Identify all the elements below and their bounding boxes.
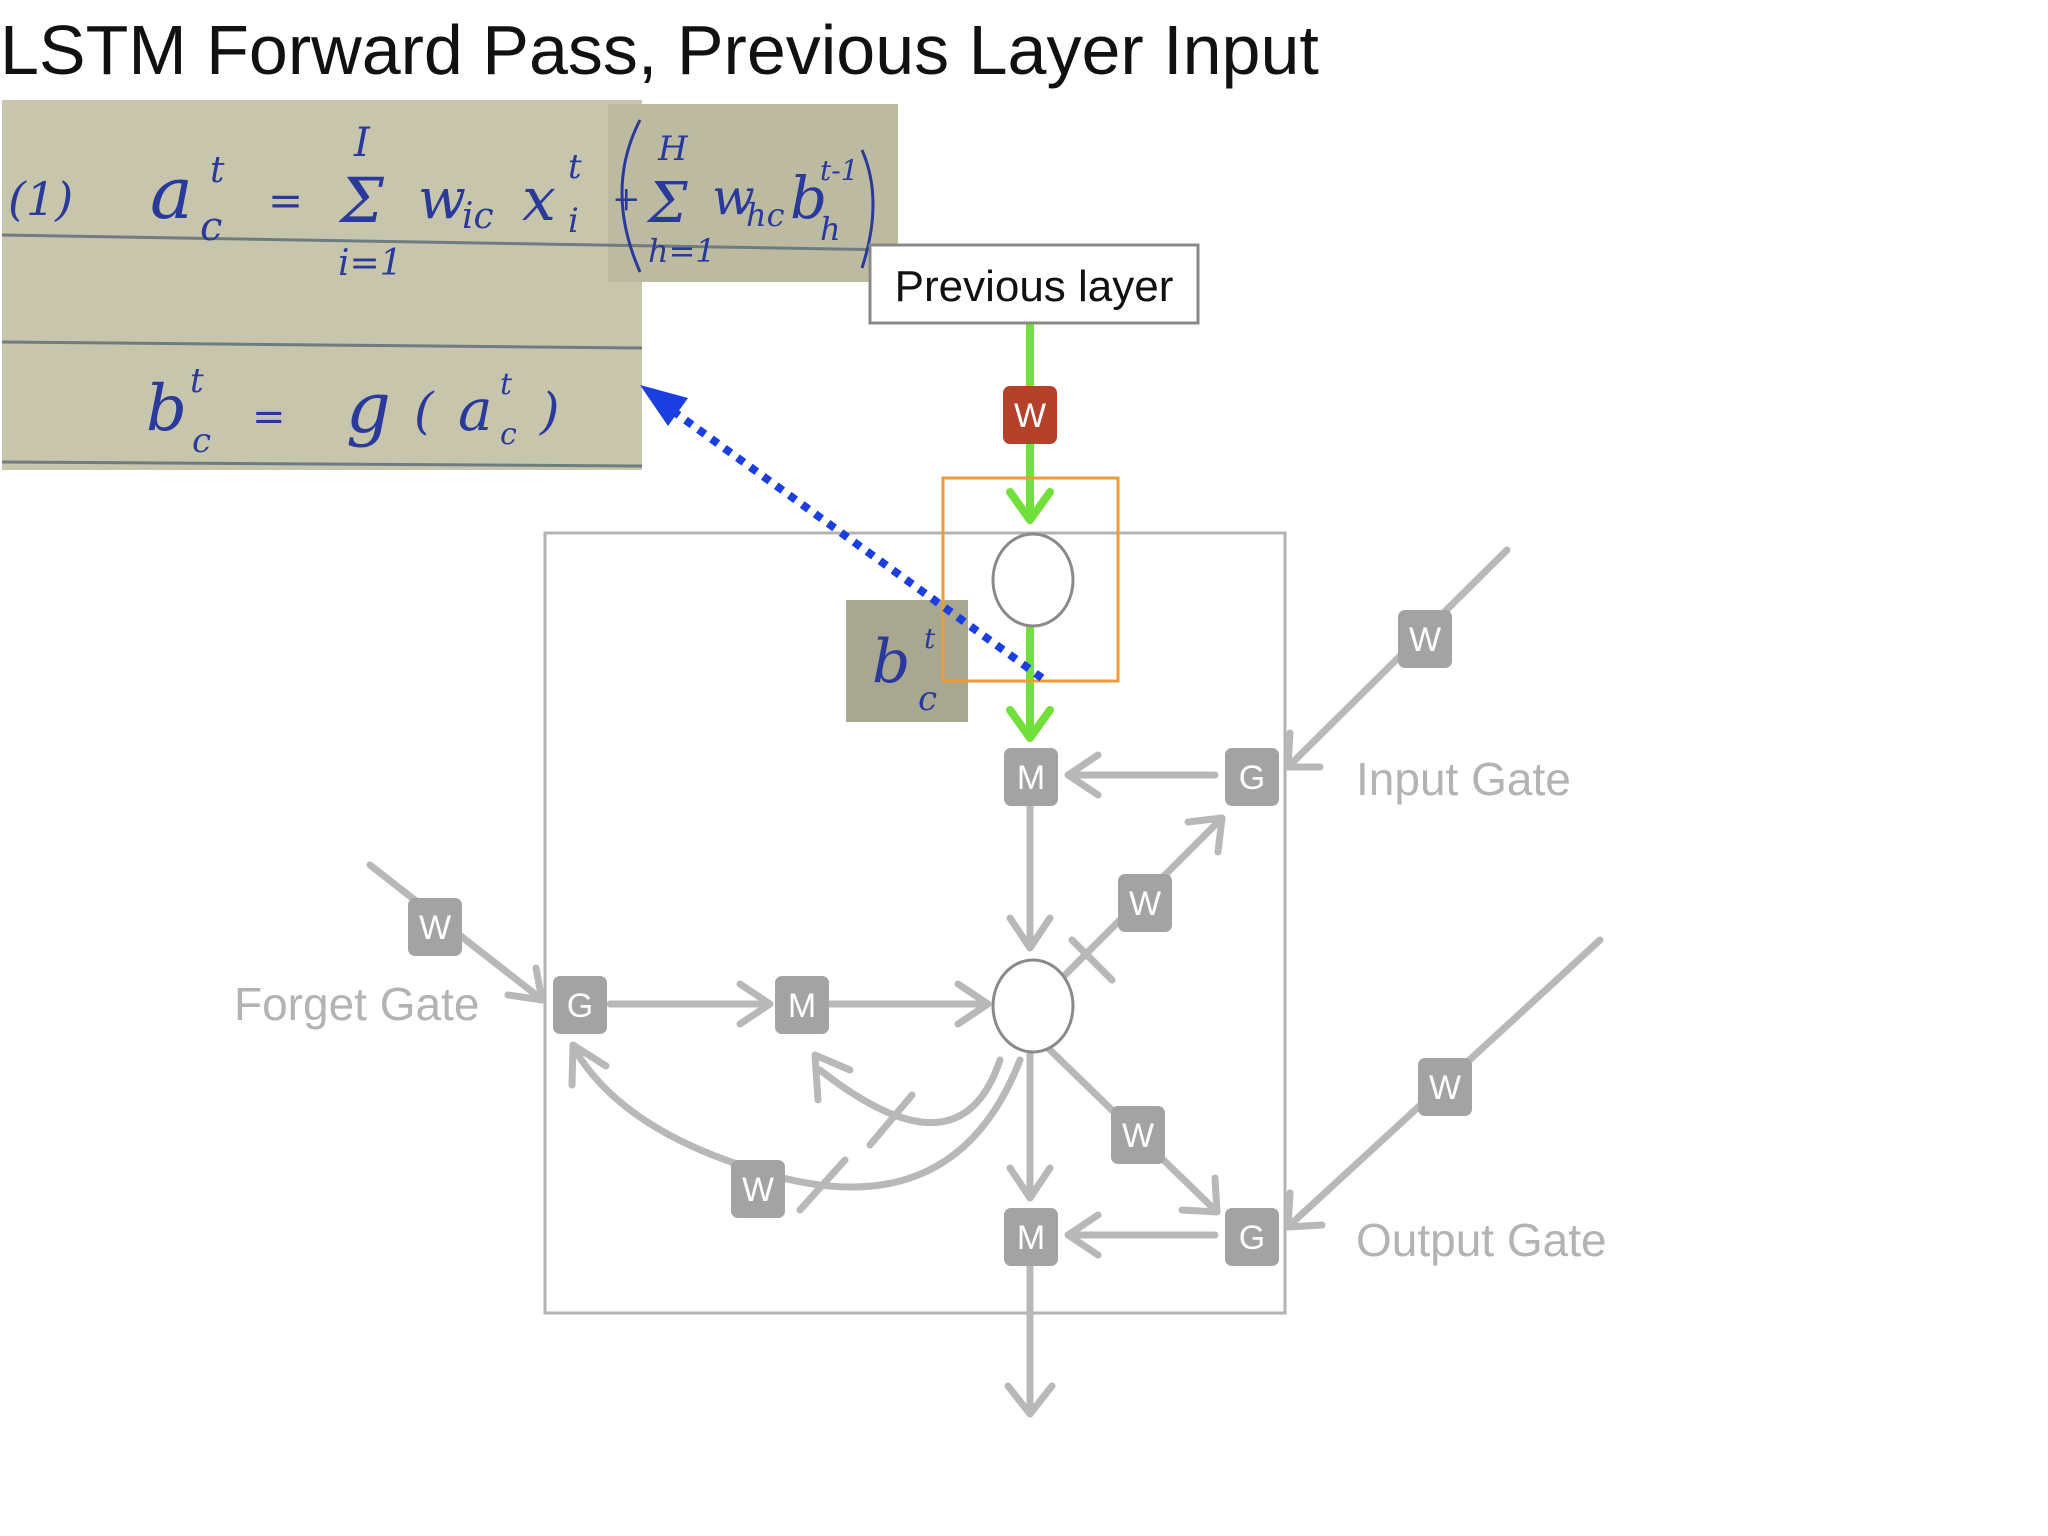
svg-text:x: x bbox=[522, 165, 556, 235]
previous-layer-weight-node: W bbox=[1003, 386, 1057, 444]
svg-text:c: c bbox=[500, 417, 517, 452]
svg-text:W: W bbox=[419, 909, 451, 947]
svg-text:w: w bbox=[418, 167, 466, 232]
svg-text:c: c bbox=[192, 421, 211, 461]
previous-layer-label: Previous layer bbox=[895, 262, 1174, 311]
svg-text:W: W bbox=[1129, 885, 1161, 923]
input-multiply-node: M bbox=[1004, 748, 1058, 806]
svg-text:i: i bbox=[568, 201, 579, 241]
svg-text:t: t bbox=[190, 361, 204, 401]
svg-text:W: W bbox=[1429, 1069, 1461, 1107]
svg-text:t-1: t-1 bbox=[820, 154, 859, 187]
svg-text:W: W bbox=[1014, 397, 1046, 435]
cell-input-node bbox=[991, 532, 1075, 628]
svg-text:W: W bbox=[1122, 1117, 1154, 1155]
input-gate-label: Input Gate bbox=[1356, 753, 1571, 805]
output-gate-weight-node: W bbox=[1418, 1058, 1472, 1116]
svg-text:(: ( bbox=[414, 382, 435, 440]
svg-text:M: M bbox=[788, 987, 816, 1025]
svg-text:W: W bbox=[1409, 621, 1441, 659]
output-gate-label: Output Gate bbox=[1356, 1214, 1607, 1266]
svg-text:t: t bbox=[210, 150, 225, 191]
svg-text:b: b bbox=[146, 372, 187, 446]
forget-gate-node: G bbox=[553, 976, 607, 1034]
slide-title: LSTM Forward Pass, Previous Layer Input bbox=[0, 11, 1319, 89]
highlight-box bbox=[941, 476, 1120, 683]
svg-text:W: W bbox=[742, 1171, 774, 1209]
svg-text:w: w bbox=[712, 168, 755, 226]
svg-text:Σ: Σ bbox=[338, 164, 385, 237]
input-gate-node: G bbox=[1225, 748, 1279, 806]
svg-text:a: a bbox=[458, 376, 493, 444]
equation-photo: (1) a t c = I Σ i=1 w ic x t i + H Σ h=1… bbox=[1, 100, 899, 470]
input-peephole-weight-node: W bbox=[1118, 874, 1172, 932]
svg-text:h=1: h=1 bbox=[648, 232, 716, 270]
forget-gate-label: Forget Gate bbox=[234, 978, 479, 1030]
previous-layer-box: Previous layer bbox=[868, 243, 1200, 325]
svg-text:b: b bbox=[790, 164, 827, 232]
lstm-cell-box bbox=[543, 531, 1287, 1315]
svg-text:I: I bbox=[353, 120, 371, 166]
cell-state-node bbox=[991, 958, 1075, 1054]
svg-text:Σ: Σ bbox=[646, 171, 688, 236]
svg-text:t: t bbox=[500, 367, 513, 402]
forget-gate-weight-node: W bbox=[408, 898, 462, 956]
svg-text:ic: ic bbox=[462, 196, 494, 237]
svg-text:g: g bbox=[346, 367, 391, 449]
svg-text:G: G bbox=[1239, 759, 1265, 797]
bc-crop-image: b c t bbox=[846, 600, 968, 722]
svg-text:G: G bbox=[1239, 1219, 1265, 1257]
svg-text:M: M bbox=[1017, 1219, 1045, 1257]
input-gate-weight-node: W bbox=[1398, 610, 1452, 668]
equation-2: b t c = g ( a t c ) bbox=[146, 361, 560, 461]
forget-peephole-weight-node: W bbox=[731, 1160, 785, 1218]
svg-text:c: c bbox=[918, 679, 937, 719]
svg-text:H: H bbox=[657, 129, 689, 169]
blue-dotted-arrow bbox=[640, 385, 1045, 682]
svg-text:M: M bbox=[1017, 759, 1045, 797]
output-gate-node: G bbox=[1225, 1208, 1279, 1266]
svg-text:): ) bbox=[539, 382, 560, 440]
svg-text:i=1: i=1 bbox=[338, 243, 403, 284]
previous-layer-path bbox=[1006, 316, 1054, 742]
svg-text:t: t bbox=[924, 622, 936, 655]
svg-text:c: c bbox=[200, 204, 222, 250]
equation-number: (1) bbox=[8, 172, 73, 226]
svg-text:=: = bbox=[252, 394, 286, 440]
forget-multiply-node: M bbox=[775, 976, 829, 1034]
svg-text:t: t bbox=[568, 147, 582, 187]
svg-text:h: h bbox=[820, 210, 841, 248]
svg-text:hc: hc bbox=[746, 196, 785, 234]
output-peephole-weight-node: W bbox=[1111, 1106, 1165, 1164]
svg-text:+: + bbox=[612, 179, 641, 219]
eq-a: a bbox=[150, 151, 193, 235]
equation-1: (1) a t c = I Σ i=1 w ic x t i + H Σ h=1… bbox=[8, 119, 875, 284]
svg-text:b: b bbox=[872, 627, 910, 697]
svg-text:G: G bbox=[567, 987, 593, 1025]
output-multiply-node: M bbox=[1004, 1208, 1058, 1266]
gray-connectors bbox=[366, 546, 1604, 1418]
svg-text:=: = bbox=[268, 176, 303, 225]
